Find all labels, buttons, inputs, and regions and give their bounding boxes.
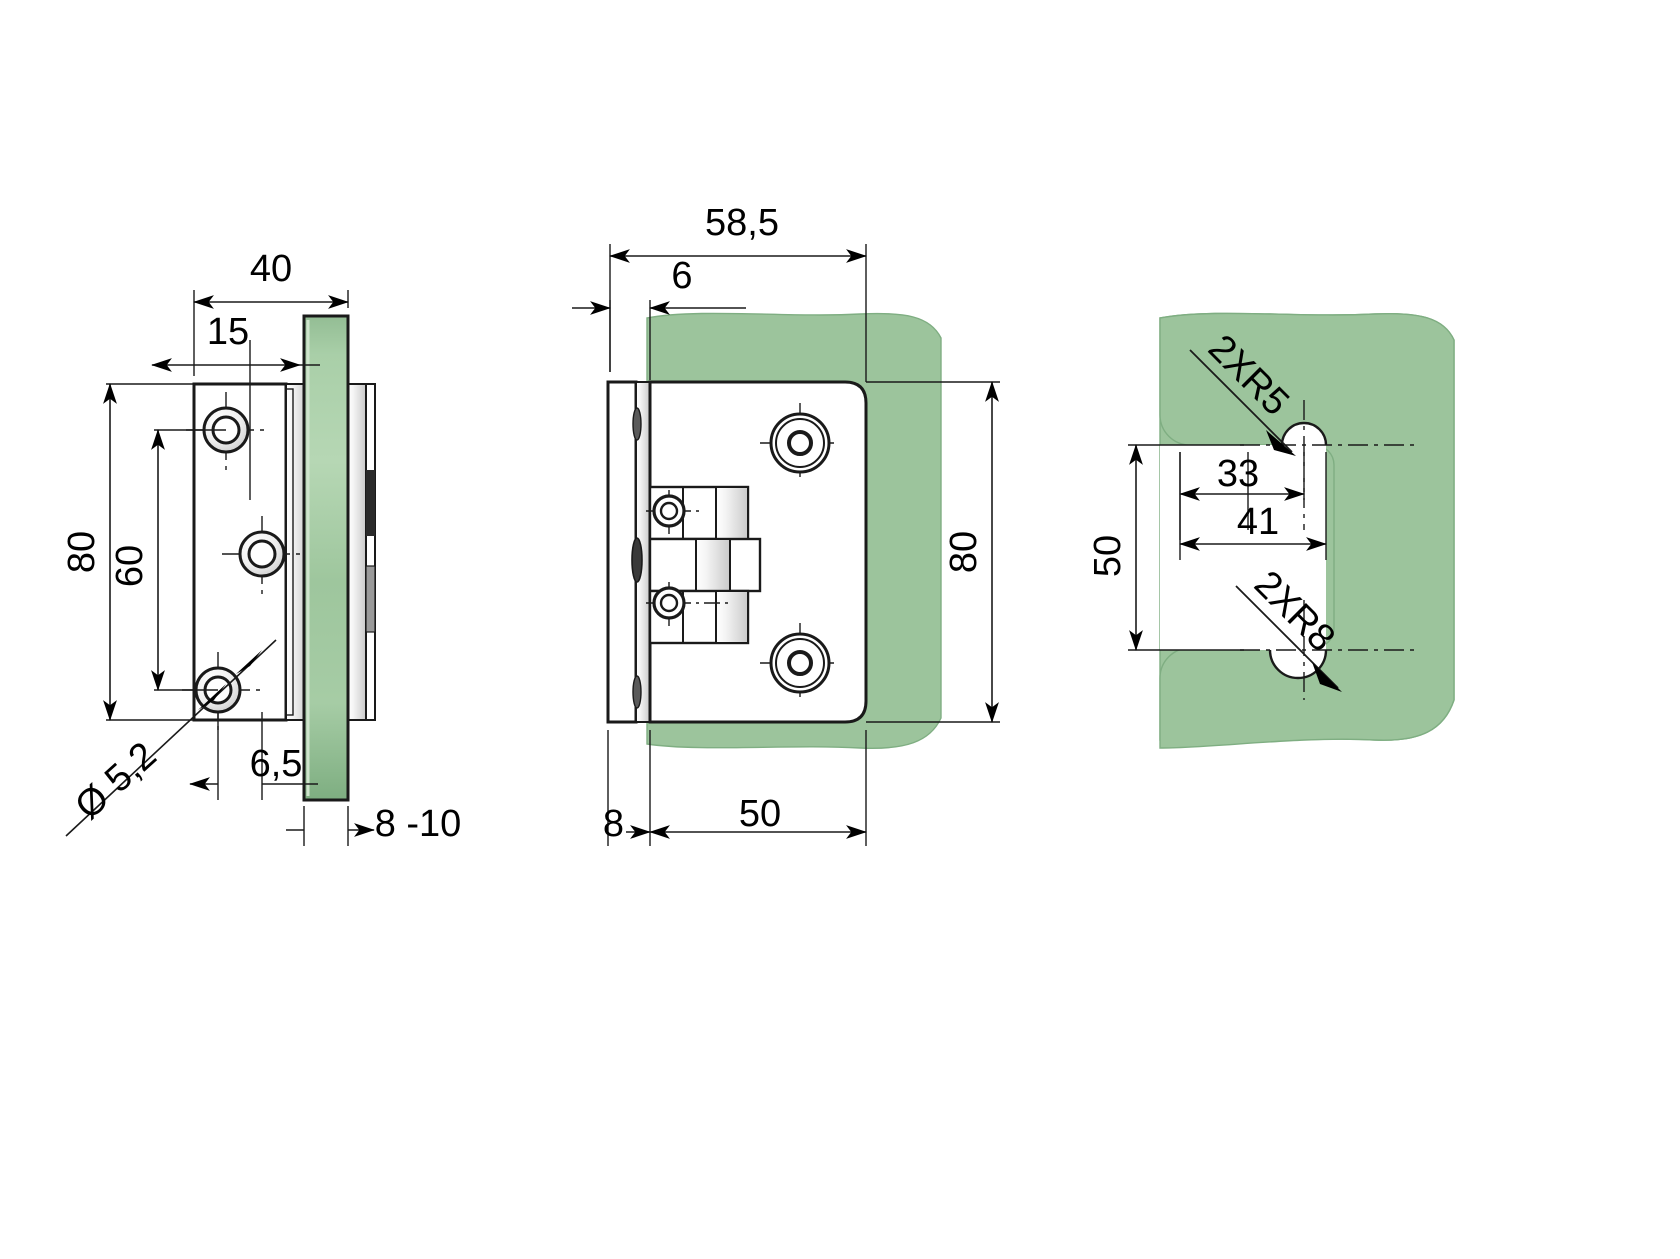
side-view-clamp-plates <box>347 383 376 721</box>
leader-arrow-upper <box>236 650 262 674</box>
front-view-wall-plate <box>606 380 651 724</box>
side-clamp-plate-1 <box>347 383 367 721</box>
cutout-radius-top-arc <box>1280 421 1328 446</box>
dim-front-height-80: 80 <box>866 381 1000 723</box>
side-view-group: 40 15 80 60 Ø 5,2 <box>61 248 461 846</box>
cutout-radius-bottom-arc <box>1268 649 1328 680</box>
dim-label-65: 6,5 <box>250 743 303 785</box>
wall-plate-screw-slot-top <box>632 407 642 441</box>
screw-hole-middle <box>222 516 302 594</box>
side-clamp-plate-2 <box>365 383 376 721</box>
dim-label-80: 80 <box>61 531 103 573</box>
dim-side-width-40: 40 <box>193 248 349 376</box>
dim-cutout-33: 33 <box>1179 452 1305 540</box>
wall-plate-screw-slot-bottom <box>632 675 642 709</box>
dim-label-15: 15 <box>207 311 249 353</box>
dim-cutout-50: 50 <box>1087 444 1244 651</box>
dim-side-height-80: 80 <box>61 383 194 721</box>
dim-front-depth-585: 58,5 <box>609 202 867 382</box>
dim-side-hole-diameter: Ø 5,2 <box>65 639 277 837</box>
knuckle-pin-screw-top <box>646 490 700 534</box>
dim-label-8: 8 <box>603 803 624 845</box>
dim-label-front-80: 80 <box>943 531 985 573</box>
dim-cutout-41: 41 <box>1179 452 1327 560</box>
fixing-screw-bottom <box>760 623 840 703</box>
cutout-view-group: 2XR5 2XR8 33 41 50 <box>1087 312 1455 749</box>
dim-label-50: 50 <box>739 793 781 835</box>
front-view-fixing-screws <box>760 403 840 703</box>
dim-label-585: 58,5 <box>705 202 779 244</box>
dim-label-diameter: Ø 5,2 <box>67 734 164 827</box>
dim-side-glass-thickness: 8 -10 <box>286 803 461 846</box>
dim-label-cutout-50: 50 <box>1087 535 1129 577</box>
leader-arrow-lower <box>198 684 226 710</box>
dim-front-plate-6: 6 <box>572 255 746 380</box>
dim-label-40: 40 <box>250 248 292 290</box>
side-view-glass <box>302 314 350 802</box>
side-body-inner-line <box>285 388 294 716</box>
fixing-screw-top <box>760 403 840 483</box>
dim-front-bottom: 8 50 <box>603 730 867 846</box>
front-view-knuckle <box>646 485 762 645</box>
dim-label-8-10: 8 -10 <box>375 803 462 845</box>
knuckle-pin-screw-bottom <box>646 582 730 626</box>
leader-arrow-r8 <box>1312 662 1342 692</box>
dim-label-33: 33 <box>1217 453 1259 495</box>
side-clamp-slot-upper <box>366 470 375 536</box>
dim-side-offset-15: 15 <box>151 311 320 500</box>
dim-side-holespacing-60: 60 <box>109 429 226 691</box>
dim-label-6: 6 <box>671 255 692 297</box>
front-view-group: 58,5 6 80 8 50 <box>572 202 1000 846</box>
dim-side-glass-offset-65: 6,5 <box>189 712 318 800</box>
wall-plate-screw-slot-mid <box>631 537 643 583</box>
leader-arrow-r5 <box>1266 430 1296 456</box>
dim-label-60: 60 <box>109 545 151 587</box>
side-clamp-slot-lower <box>365 565 376 633</box>
dim-label-41: 41 <box>1237 501 1279 543</box>
glass-pane-side <box>302 314 350 802</box>
wall-plate <box>606 380 638 724</box>
